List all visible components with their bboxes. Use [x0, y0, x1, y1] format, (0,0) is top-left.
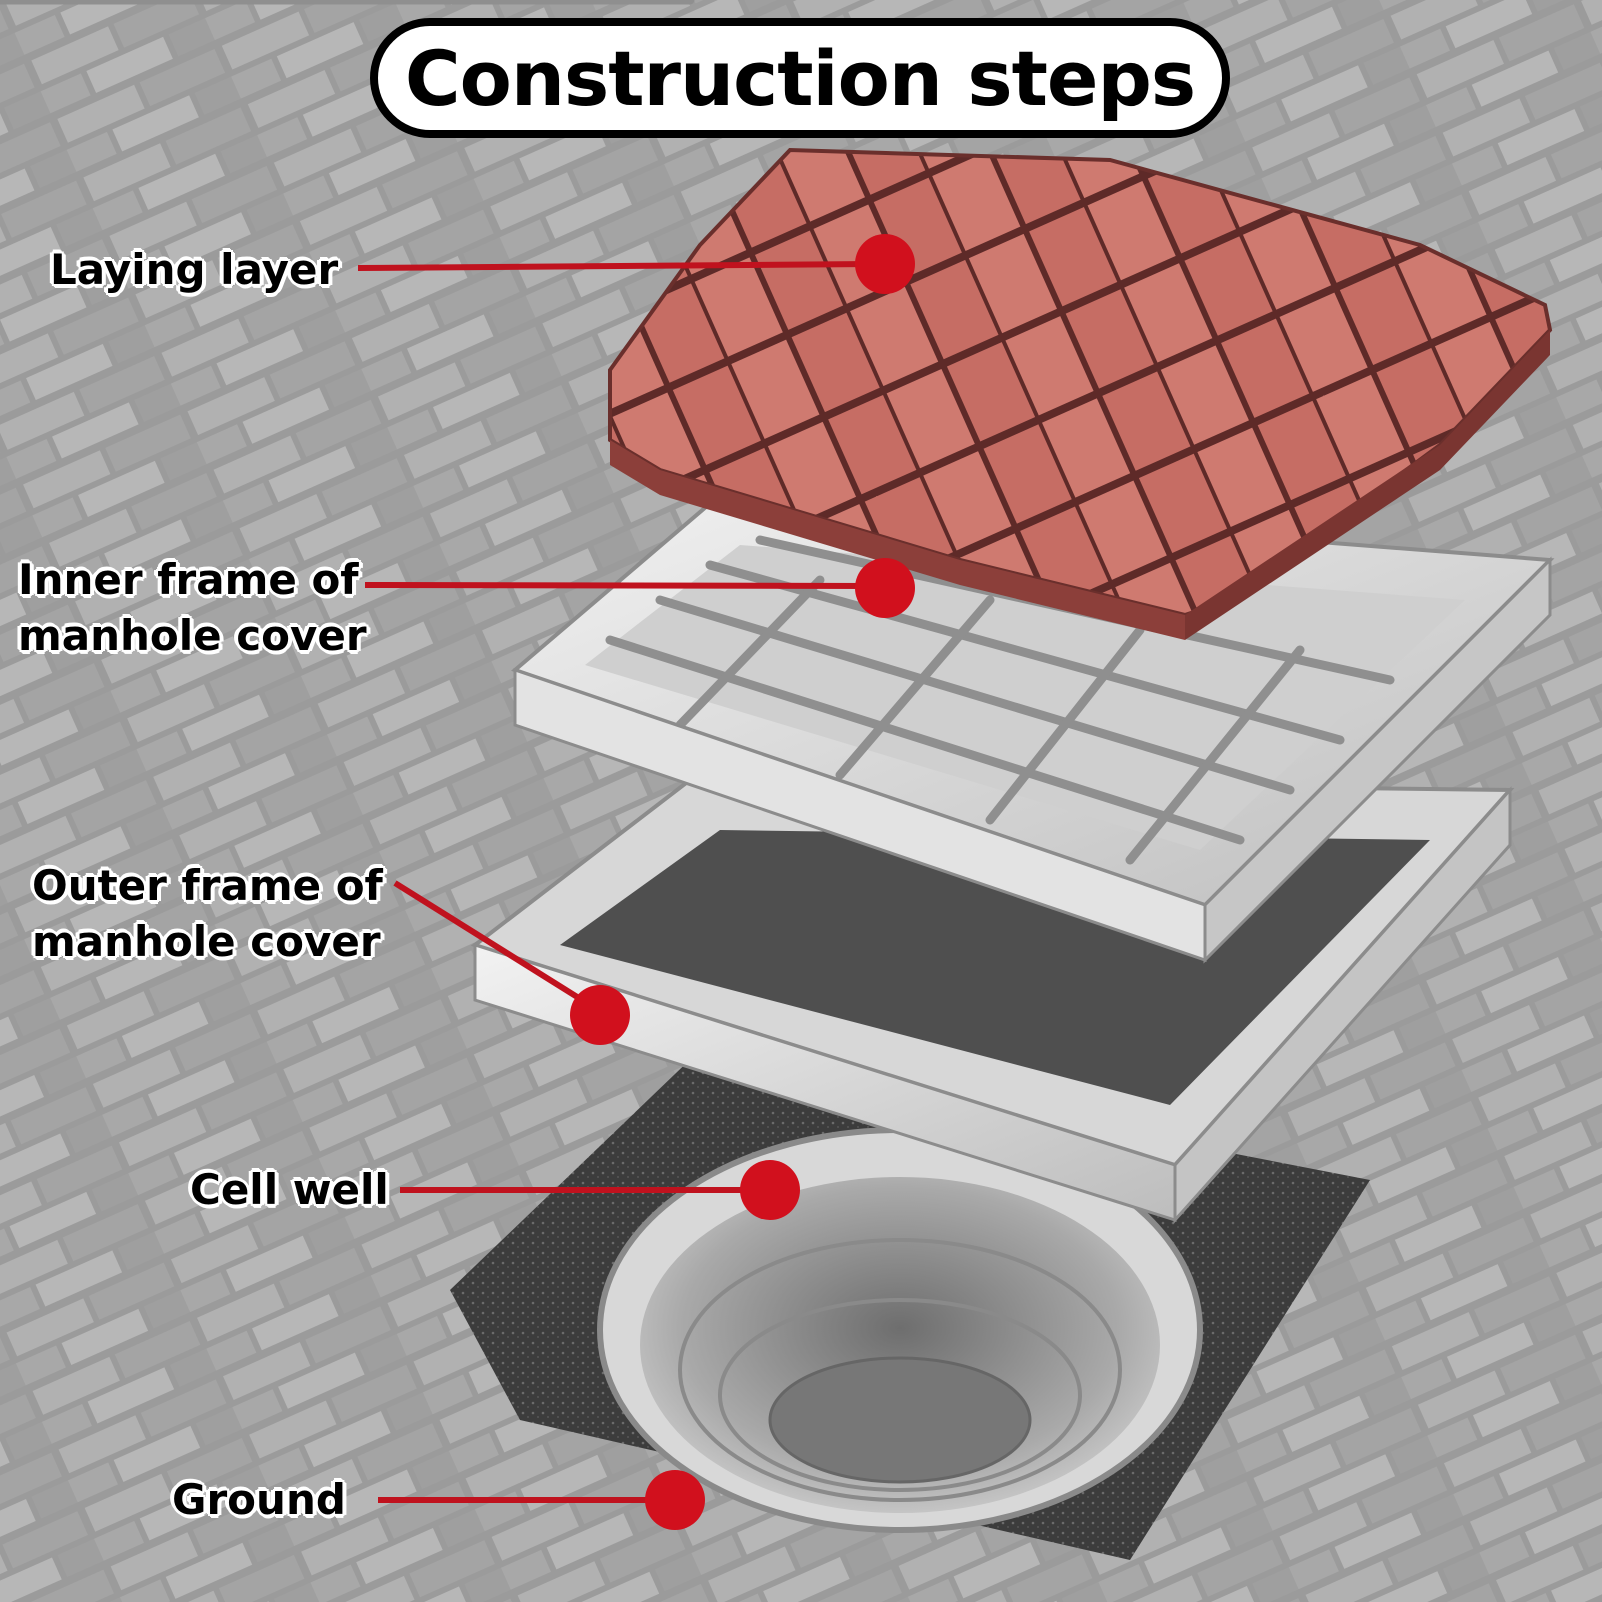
label-inner-frame: Inner frame of manhole cover — [18, 552, 367, 664]
pointer-inner-frame — [364, 558, 915, 618]
label-ground: Ground — [172, 1472, 346, 1528]
label-inner-frame-line-1: Inner frame of — [18, 555, 359, 604]
pointer-laying-layer — [357, 234, 915, 294]
inner-frame-shape — [0, 0, 1555, 964]
title-banner: Construction steps — [370, 18, 1230, 138]
pointer-ground — [378, 1470, 705, 1530]
label-laying-layer-text: Laying layer — [50, 245, 339, 294]
label-laying-layer: Laying layer — [50, 242, 338, 298]
label-inner-frame-line-2: manhole cover — [18, 611, 367, 660]
label-outer-frame-line-2: manhole cover — [32, 917, 381, 966]
pointer-outer-frame — [393, 880, 630, 1045]
label-outer-frame-line-1: Outer frame of — [32, 861, 383, 910]
label-ground-text: Ground — [172, 1475, 346, 1524]
label-cell-well: Cell well — [190, 1162, 389, 1218]
page-title: Construction steps — [404, 33, 1196, 123]
label-outer-frame: Outer frame of manhole cover — [32, 858, 383, 970]
pointer-cell-well — [400, 1160, 800, 1220]
label-cell-well-text: Cell well — [190, 1165, 389, 1214]
